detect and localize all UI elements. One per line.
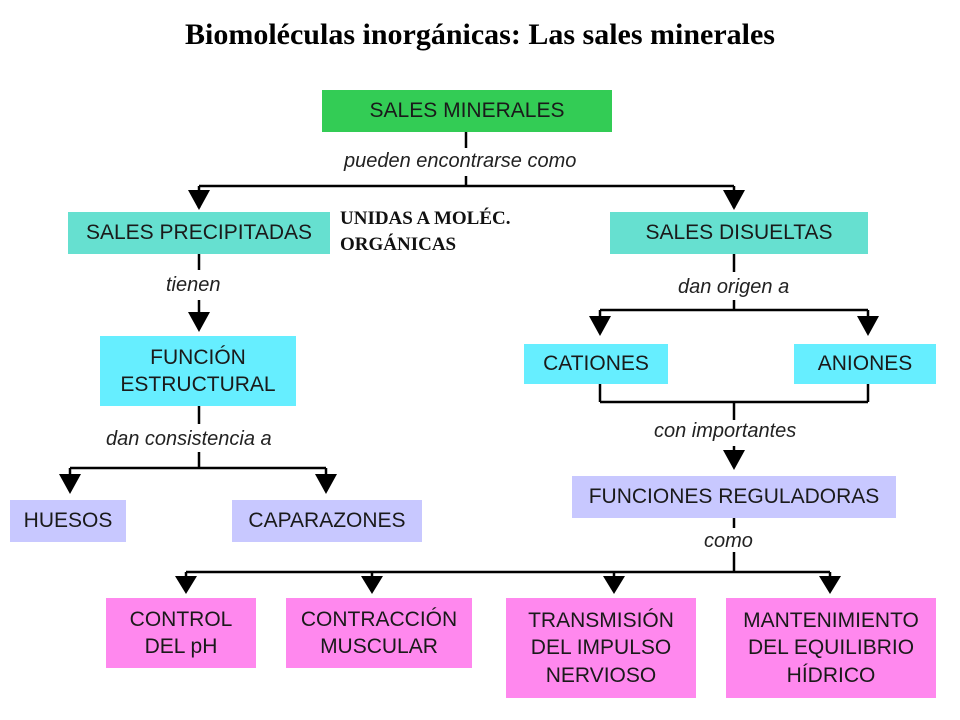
diagram-title: Biomoléculas inorgánicas: Las sales mine… [185, 18, 775, 51]
arrow-head [59, 474, 81, 494]
node-caparazones: CAPARAZONES [232, 500, 422, 542]
node-transmision-impulso: TRANSMISIÓN DEL IMPULSO NERVIOSO [506, 598, 696, 698]
note-unidas-moleculas-organicas: UNIDAS A MOLÉC. ORGÁNICAS [340, 208, 511, 255]
node-funcion-estructural: FUNCIÓN ESTRUCTURAL [100, 336, 296, 406]
node-contraccion-muscular: CONTRACCIÓN MUSCULAR [286, 598, 472, 668]
arrow-head [819, 576, 841, 594]
label-pueden-encontrarse: pueden encontrarse como [344, 150, 577, 172]
label-como: como [704, 530, 753, 552]
node-mantenimiento-hidrico: MANTENIMIENTO DEL EQUILIBRIO HÍDRICO [726, 598, 936, 698]
arrow-head [188, 312, 210, 332]
arrow-head [589, 316, 611, 336]
arrow-head [315, 474, 337, 494]
label-dan-consistencia: dan consistencia a [106, 428, 272, 450]
arrow-head [603, 576, 625, 594]
label-con-importantes: con importantes [654, 420, 797, 442]
node-aniones: ANIONES [794, 344, 936, 384]
arrow-head [175, 576, 197, 594]
node-sales-disueltas: SALES DISUELTAS [610, 212, 868, 254]
node-cationes: CATIONES [524, 344, 668, 384]
arrow-head [361, 576, 383, 594]
arrow-head [723, 450, 745, 470]
arrow-head [723, 190, 745, 210]
arrow-head [857, 316, 879, 336]
node-sales-minerales: SALES MINERALES [322, 90, 612, 132]
node-funciones-reguladoras: FUNCIONES REGULADORAS [572, 476, 896, 518]
node-huesos: HUESOS [10, 500, 126, 542]
node-sales-precipitadas: SALES PRECIPITADAS [68, 212, 330, 254]
arrow-head [188, 190, 210, 210]
label-dan-origen: dan origen a [678, 276, 790, 298]
label-tienen: tienen [166, 274, 221, 296]
node-control-ph: CONTROL DEL pH [106, 598, 256, 668]
